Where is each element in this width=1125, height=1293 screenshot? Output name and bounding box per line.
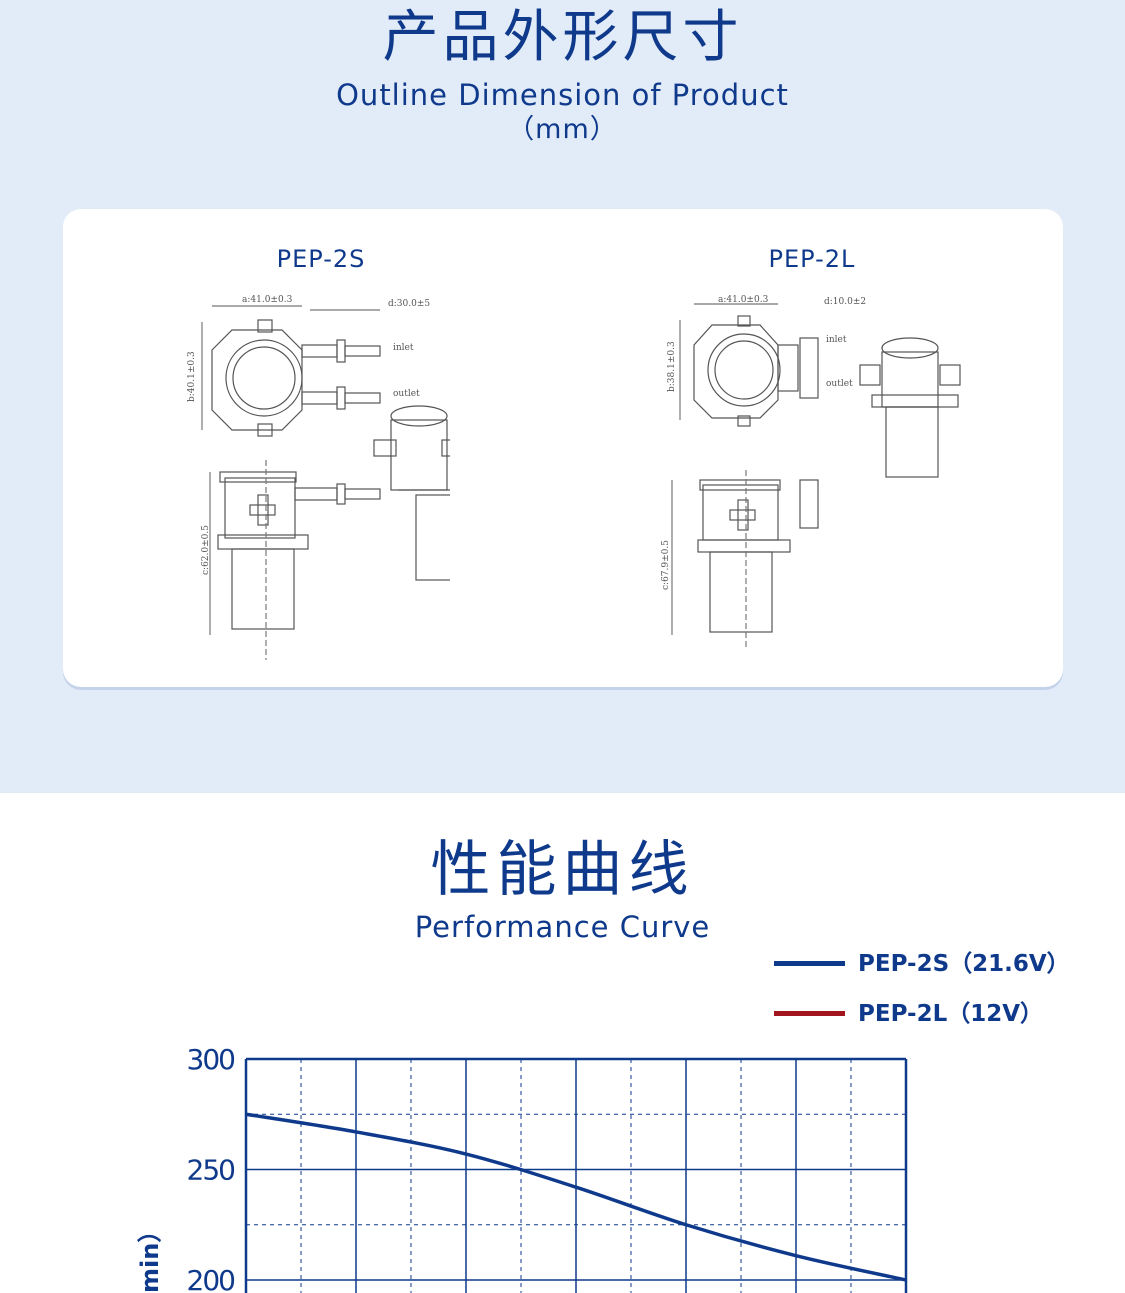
y-tick-label: 250 xyxy=(187,1154,235,1187)
model-label-pep-2l: PEP-2L xyxy=(768,245,856,273)
y-axis-title: min） xyxy=(136,1219,164,1293)
outline-title-en: Outline Dimension of Product xyxy=(336,78,789,112)
legend-line-pep-2s xyxy=(774,961,845,966)
pep-2s-dim-d: d:30.0±5 xyxy=(388,299,430,309)
pep-2s-dim-c: c:62.0±0.5 xyxy=(201,525,211,575)
series-line-pep-2s xyxy=(245,1112,907,1282)
pep-2s-dim-b: b:40.1±0.3 xyxy=(187,351,197,402)
pep-2l-dim-b: b:38.1±0.3 xyxy=(667,341,677,392)
legend-line-pep-2l xyxy=(774,1011,845,1016)
pep-2l-dim-d: d:10.0±2 xyxy=(824,297,866,307)
performance-title-en: Performance Curve xyxy=(414,910,711,944)
pep-2s-dim-a: a:41.0±0.3 xyxy=(242,295,293,305)
pep-2s-outlet: outlet xyxy=(393,389,420,399)
pep-2l-inlet: inlet xyxy=(826,335,847,345)
pep-2l-dim-c: c:67.9±0.5 xyxy=(661,540,671,590)
legend-label-pep-2s: PEP-2S（21.6V） xyxy=(858,951,1070,977)
pep-2l-dim-a: a:41.0±0.3 xyxy=(718,295,769,305)
pep-2l-drawing: a:41.0±0.3 d:10.0±2 inlet outlet b:38.1±… xyxy=(661,295,961,650)
pep-2s-drawing: a:41.0±0.3 d:30.0±5 inlet outlet b:40.1±… xyxy=(187,295,450,660)
performance-title-cn: 性能曲线 xyxy=(430,835,695,905)
outline-section: 产品外形尺寸 Outline Dimension of Product （mm）… xyxy=(0,0,1125,793)
model-label-pep-2s: PEP-2S xyxy=(276,245,366,273)
pep-2s-inlet: inlet xyxy=(393,343,414,353)
outline-unit: （mm） xyxy=(507,114,618,145)
legend-label-pep-2l: PEP-2L（12V） xyxy=(858,1001,1044,1027)
dimension-card xyxy=(63,209,1063,687)
y-tick-label: 200 xyxy=(187,1264,235,1293)
y-tick-label: 300 xyxy=(187,1043,235,1076)
outline-title-cn: 产品外形尺寸 xyxy=(382,5,743,70)
pep-2l-outlet: outlet xyxy=(826,379,853,389)
